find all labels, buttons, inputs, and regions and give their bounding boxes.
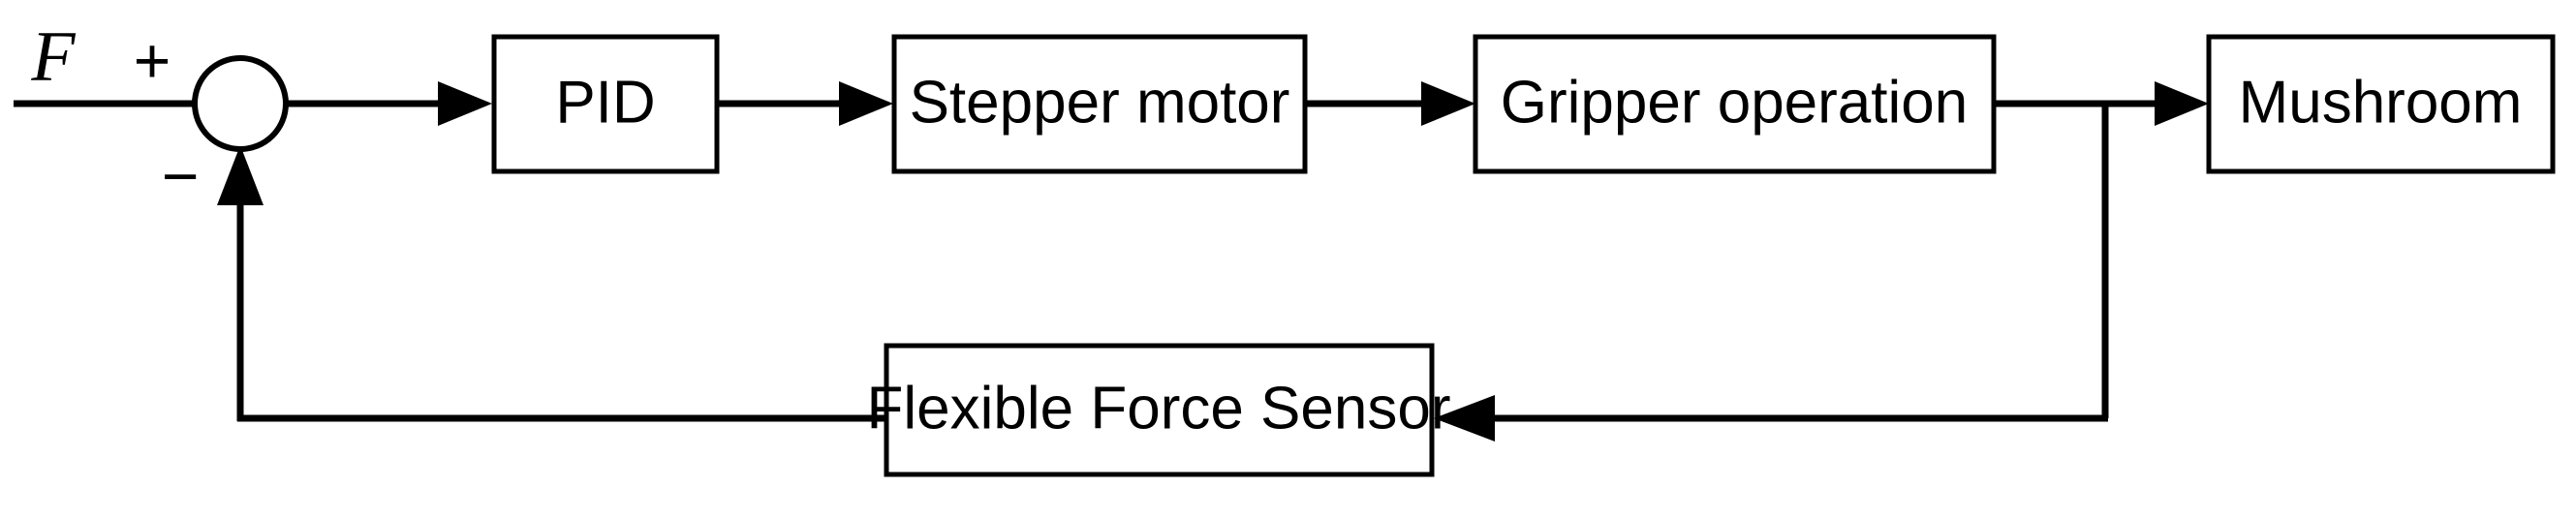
arrowhead-to-gripper bbox=[1421, 81, 1475, 126]
block-flexible-force-sensor-rect bbox=[884, 343, 1435, 477]
block-stepper-motor-label: Stepper motor bbox=[910, 69, 1290, 136]
block-gripper-operation-label: Gripper operation bbox=[1501, 69, 1969, 136]
block-mushroom-rect bbox=[2206, 34, 2556, 174]
block-stepper-motor-rect bbox=[891, 34, 1308, 174]
block-mushroom-label: Mushroom bbox=[2239, 69, 2523, 136]
block-stepper-motor[interactable]: Stepper motor bbox=[891, 34, 1308, 174]
block-gripper-operation[interactable]: Gripper operation bbox=[1473, 34, 1997, 174]
block-gripper-operation-rect bbox=[1473, 34, 1997, 174]
summing-junction bbox=[192, 55, 289, 152]
sum-positive-sign-label: + bbox=[134, 24, 171, 96]
arrowhead-to-stepper bbox=[839, 81, 893, 126]
input-signal-label: F bbox=[30, 17, 76, 97]
block-pid-label: PID bbox=[555, 69, 655, 136]
arrowhead-to-sensor bbox=[1434, 395, 1495, 442]
block-pid[interactable]: PID bbox=[491, 34, 720, 174]
block-flexible-force-sensor-label: Flexible Force Sensor bbox=[866, 375, 1450, 442]
arrowhead-to-sum-negative bbox=[217, 145, 264, 205]
block-pid-rect bbox=[491, 34, 720, 174]
sum-negative-sign-label: − bbox=[162, 139, 200, 211]
block-flexible-force-sensor[interactable]: Flexible Force Sensor bbox=[866, 343, 1451, 477]
arrowhead-to-pid bbox=[438, 81, 492, 126]
arrowhead-to-mushroom bbox=[2155, 81, 2209, 126]
block-mushroom[interactable]: Mushroom bbox=[2206, 34, 2556, 174]
